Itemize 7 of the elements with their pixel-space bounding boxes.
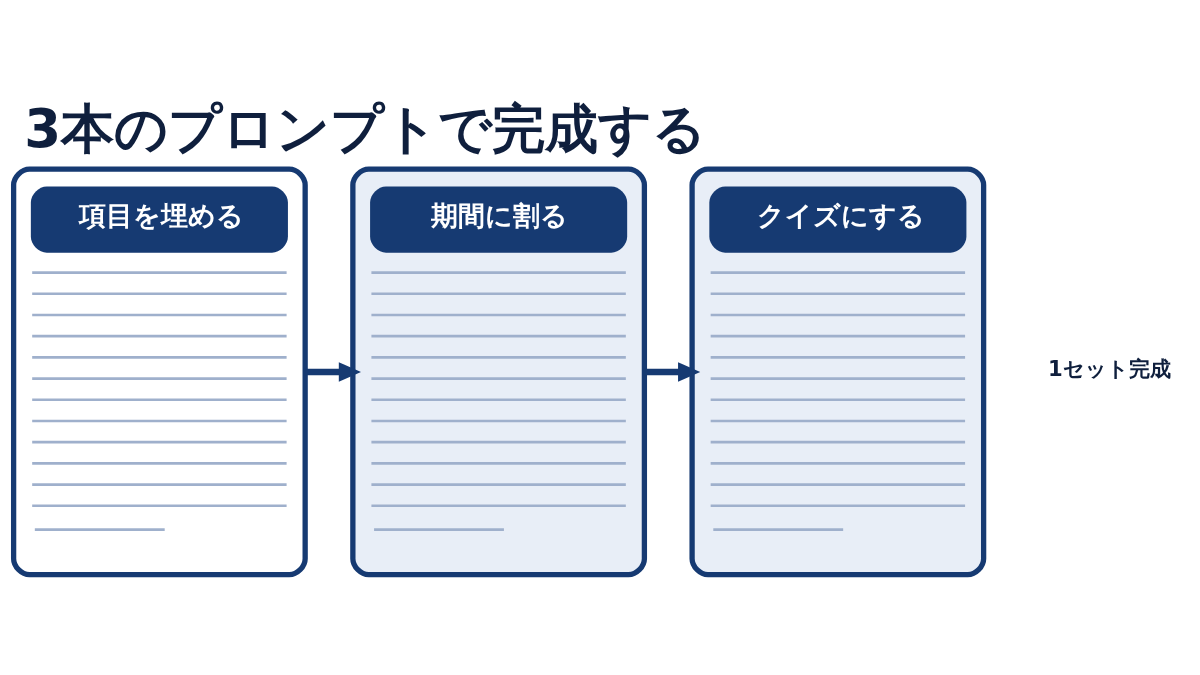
node-box: 期間に割る bbox=[350, 166, 648, 578]
diagram-title: 3本のプロンプトで完成する bbox=[24, 97, 707, 159]
node-box: クイズにする bbox=[689, 166, 987, 578]
arrow bbox=[305, 362, 361, 382]
arrow bbox=[644, 362, 701, 382]
label: 1セット完成 bbox=[1047, 355, 1171, 381]
node-box: 項目を埋める bbox=[11, 166, 308, 578]
